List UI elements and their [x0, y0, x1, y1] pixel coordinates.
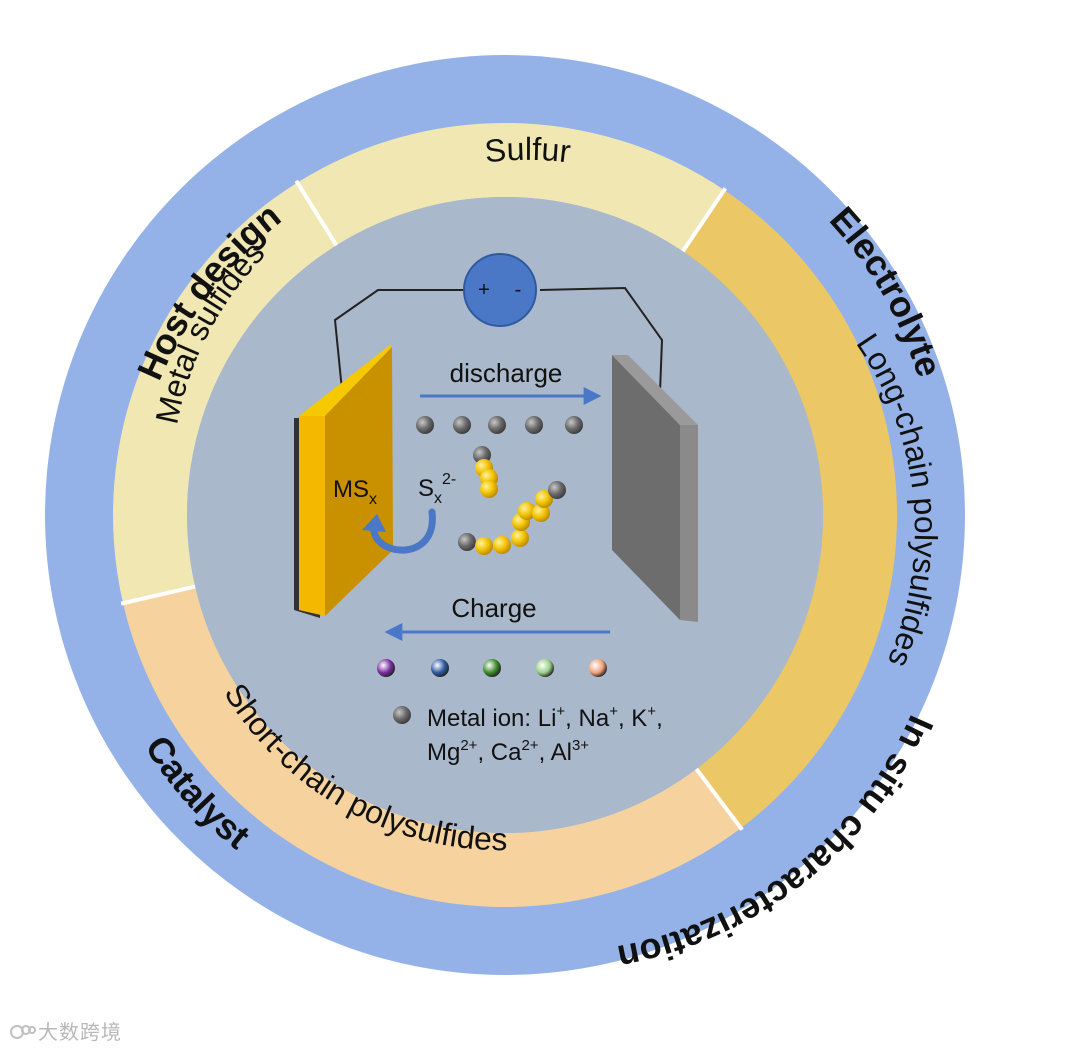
electrode-right [612, 355, 698, 622]
legend-ion-icon [393, 706, 411, 724]
battery-minus: - [515, 279, 522, 301]
ion-dot [483, 659, 501, 677]
ring-segment-short-chain [123, 586, 741, 907]
discharge-label: discharge [450, 358, 563, 388]
ring-segment-sulfur [297, 122, 725, 252]
charge-label: Charge [451, 593, 536, 623]
ms-label: MSx [333, 476, 377, 508]
ring-dividers [120, 179, 744, 831]
center-disc [187, 197, 823, 833]
ion-dot [377, 659, 395, 677]
legend-line-2: Mg2+, Ca2+, Al3+ [427, 737, 589, 766]
watermark-text: 大数跨境 [38, 1020, 122, 1044]
ring-segment-metal-sulfides [113, 182, 337, 604]
ion-dot [536, 659, 554, 677]
battery-plus: + [478, 279, 490, 301]
polysulfide-long-chain [458, 481, 566, 555]
curved-arrow-head [362, 514, 386, 532]
wire-right [539, 286, 664, 393]
watermark: 大数跨境 [10, 1016, 122, 1045]
ring-divider [294, 179, 339, 247]
ring-divider [694, 767, 744, 831]
legend-line-1: Metal ion: Li+, Na+, K+, [427, 703, 663, 732]
metal-ion-row [416, 416, 583, 434]
ring-segment-long-chain [682, 190, 897, 829]
battery-icon [463, 253, 537, 327]
electrode-left [294, 345, 393, 618]
wire-left [333, 289, 468, 391]
sx-label: Sx2- [418, 471, 456, 507]
label-sulfur: Sulfur [483, 131, 573, 170]
watermark-logo-icon [10, 1025, 36, 1039]
ring-divider [681, 187, 727, 253]
colored-ion-row [377, 659, 607, 677]
ion-dot [589, 659, 607, 677]
polysulfide-short-chain [473, 446, 498, 498]
curved-arrow [370, 508, 436, 554]
ion-dot [431, 659, 449, 677]
ring-divider [120, 584, 196, 606]
